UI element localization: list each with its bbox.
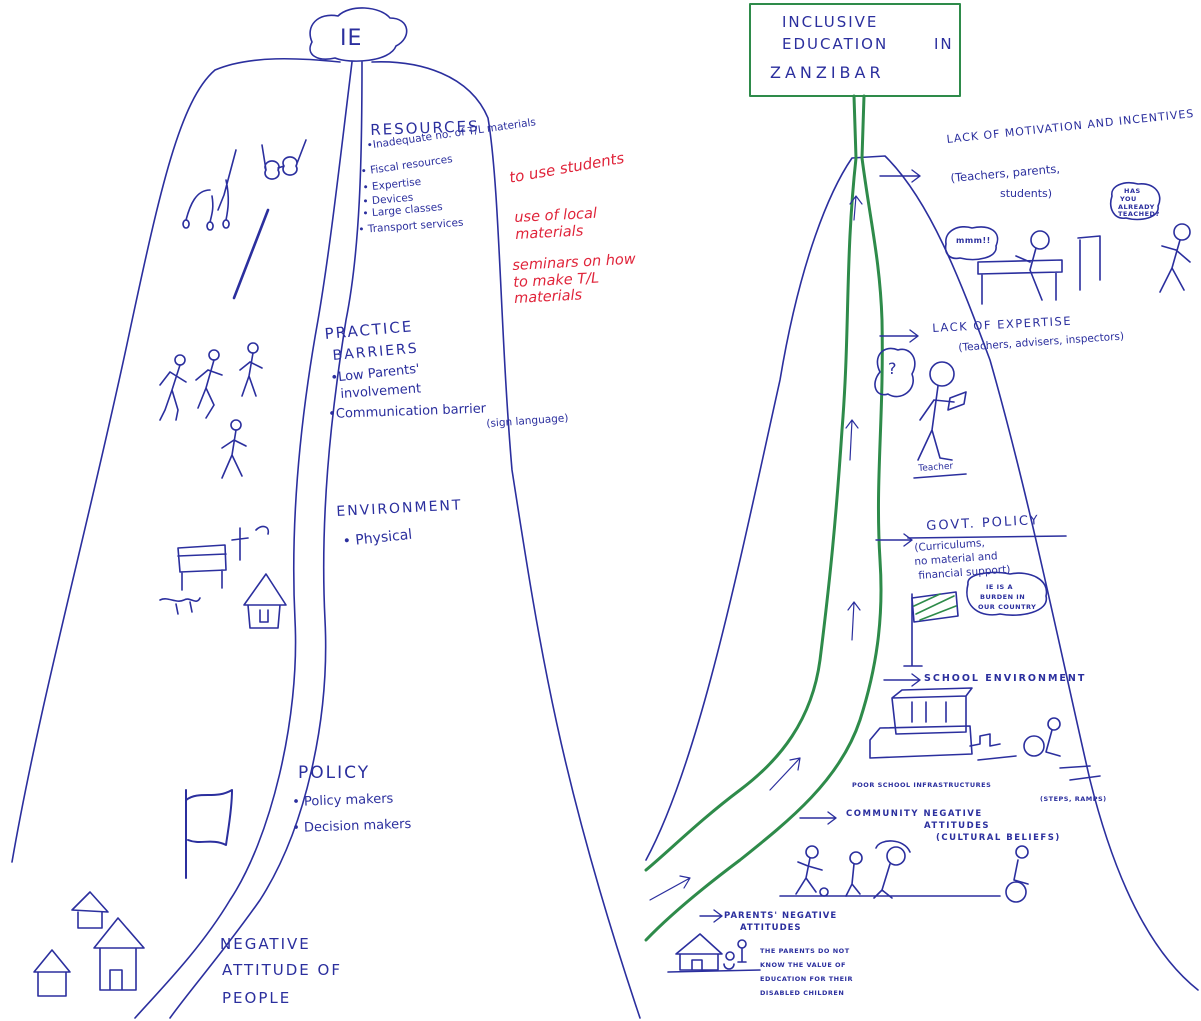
parents-heading: PARENTS' NEGATIVE <box>724 912 837 922</box>
base-label: PEOPLE <box>222 990 291 1007</box>
left-mountain-outline <box>12 59 640 1018</box>
community-figures-doodle <box>780 841 1028 902</box>
glasses-icon <box>262 140 306 179</box>
parents-heading-2: ATTITUDES <box>740 924 802 934</box>
flag-icon <box>186 790 232 878</box>
cane-icon <box>234 210 268 298</box>
parents-note: EDUCATION FOR THEIR <box>760 976 853 983</box>
govt-policy-underline <box>908 536 1066 538</box>
parents-note: KNOW THE VALUE OF <box>760 962 846 969</box>
suggestion-item: seminars on how to make T/L materials <box>512 251 644 308</box>
summit-label: IE <box>340 26 362 51</box>
suggestion-item: use of local materials <box>514 204 636 244</box>
classroom-doodle <box>160 527 286 628</box>
school-environment-heading: SCHOOL ENVIRONMENT <box>924 674 1086 685</box>
burden-note: BURDEN IN <box>980 594 1025 601</box>
community-heading: COMMUNITY NEGATIVE <box>846 810 983 820</box>
sign-line: EDUCATION <box>782 36 888 53</box>
school-building-doodle <box>870 688 1100 780</box>
parents-note: DISABLED CHILDREN <box>760 990 844 997</box>
tools-doodle <box>183 150 236 230</box>
infrastructure-detail: (STEPS, RAMPS) <box>1040 796 1107 803</box>
base-label: ATTITUDE OF <box>222 962 342 979</box>
speech-mmm: mmm!! <box>956 236 991 245</box>
parents-note: THE PARENTS DO NOT <box>760 948 850 955</box>
burden-note: IE IS A <box>986 584 1013 591</box>
sign-line: INCLUSIVE <box>782 14 878 31</box>
base-label: NEGATIVE <box>220 936 311 953</box>
students-figures <box>160 343 262 478</box>
policy-heading: POLICY <box>298 764 370 784</box>
community-heading-2: ATTITUDES <box>924 822 990 832</box>
left-path-edge-right <box>170 62 362 1018</box>
houses-doodle <box>34 892 144 996</box>
progress-arrows <box>650 196 862 900</box>
sign-line: ZANZIBAR <box>770 64 885 82</box>
parents-house-doodle <box>668 934 760 972</box>
left-path-edge-left <box>135 62 352 1018</box>
community-detail: (CULTURAL BELIEFS) <box>936 834 1061 844</box>
burden-note: OUR COUNTRY <box>978 604 1036 611</box>
sign-line: IN <box>934 36 954 53</box>
motivation-detail: students) <box>1000 188 1052 201</box>
burden-flag-doodle <box>904 572 1047 666</box>
infrastructure-label: POOR SCHOOL INFRASTRUCTURES <box>852 782 991 789</box>
question-mark: ? <box>888 360 897 378</box>
speech-question: TEACHED? <box>1118 211 1160 218</box>
